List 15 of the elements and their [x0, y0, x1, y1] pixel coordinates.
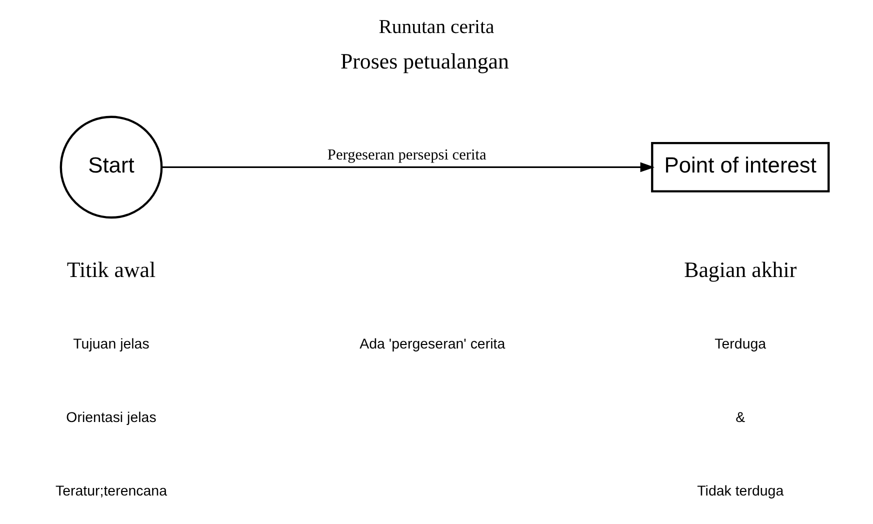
node-circle: Start — [60, 116, 163, 219]
edge-label: Pergeseran persepsi cerita — [327, 146, 486, 164]
diagram-title: Runutan cerita — [378, 16, 494, 38]
label: Proses petualangan — [340, 48, 509, 74]
node-box: Point of interest — [651, 142, 830, 192]
node-label: Titik awal — [66, 256, 156, 282]
label: Orientasi jelas — [66, 410, 156, 426]
label: Ada 'pergeseran' cerita — [360, 336, 506, 352]
label: & — [736, 410, 746, 426]
arrow — [162, 162, 655, 172]
label: Teratur;terencana — [55, 483, 168, 500]
label: Tidak terduga — [697, 483, 784, 500]
label: Tujuan jelas — [73, 336, 150, 352]
node-label: Bagian akhir — [684, 256, 797, 282]
label: Terduga — [714, 336, 766, 352]
